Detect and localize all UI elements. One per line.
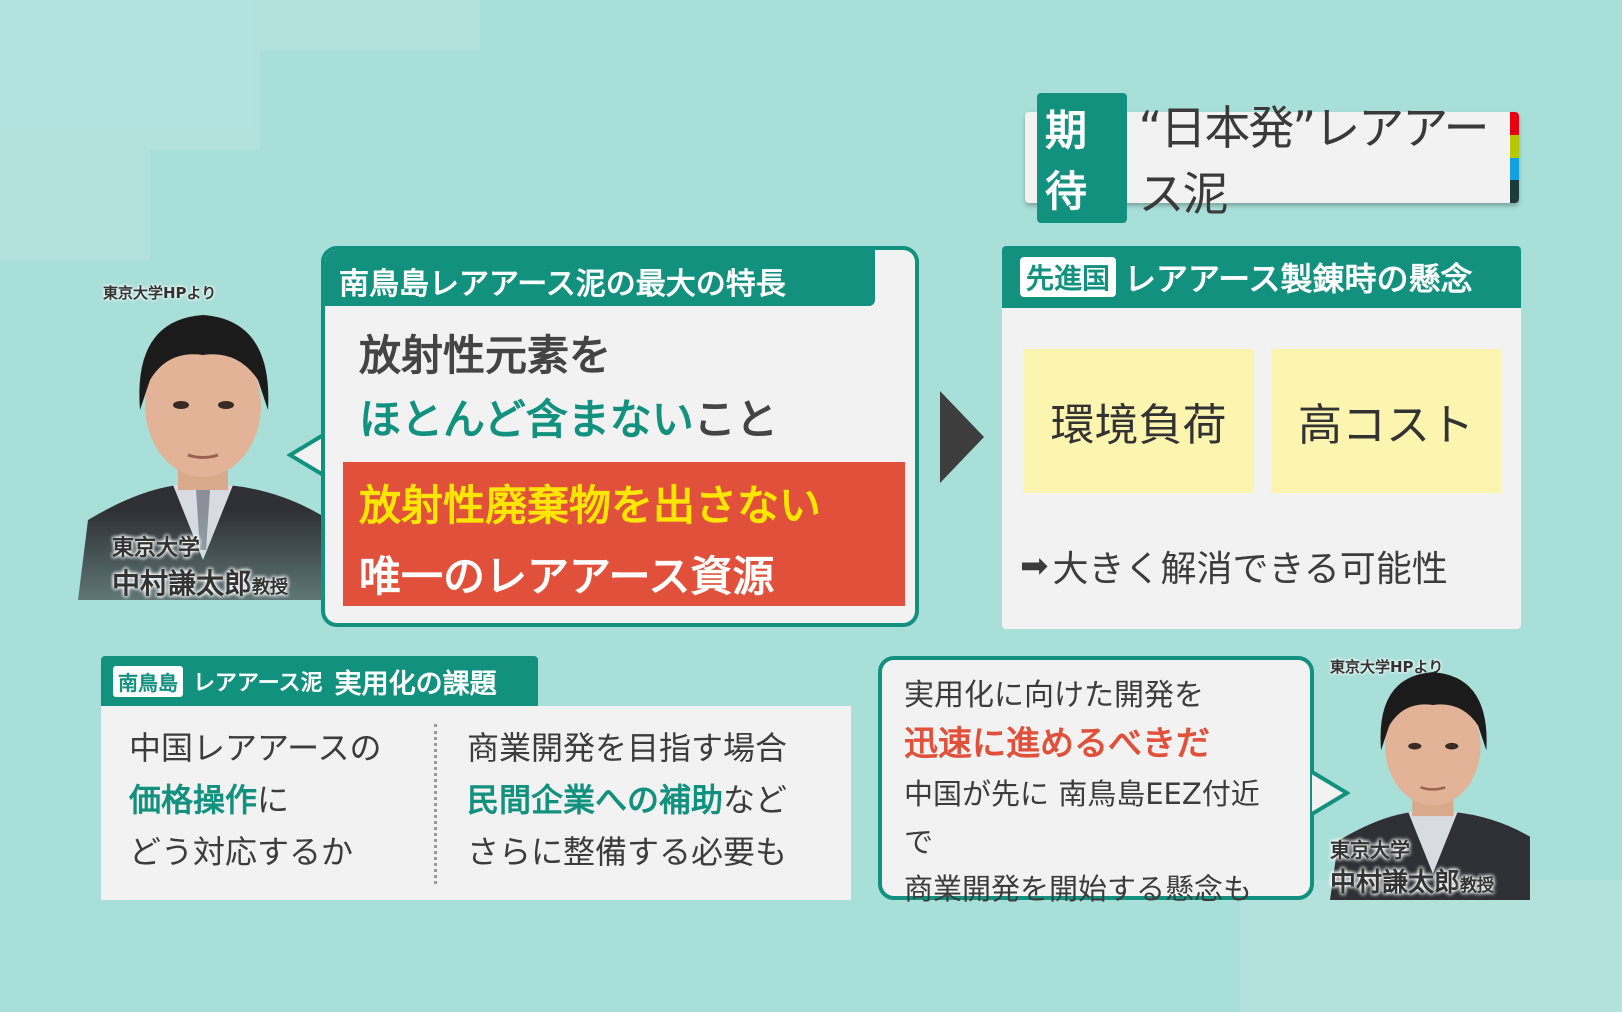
concern-panel: 先進国 レアアース製錬時の懸念 環境負荷 高コスト ➡ 大きく解消できる可能性 [1002,246,1521,629]
professor-name: 中村謙太郎 [1330,868,1461,898]
concern-title: レアアース製錬時の懸念 [1124,260,1473,298]
background-tile [0,150,150,260]
issues-tag: 南鳥島 [113,665,183,697]
feature-bubble: 南鳥島レアアース泥の最大の特長 放射性元素を ほとんど含まないこと 放射性廃棄物… [321,246,919,627]
arrow-right-icon [940,391,984,483]
title-banner: 期待 “日本発”レアアース泥 [1025,92,1519,223]
color-bar [1510,112,1519,203]
issues-body: 中国レアアースの 価格操作に どう対応するか 商業開発を目指す場合 民間企業への… [101,706,851,900]
issue-subsidy-line3: さらに整備する必要も [467,833,788,871]
divider [434,724,437,884]
professor-affiliation: 東京大学 [112,536,201,561]
issues-header: 南鳥島 レアアース泥 実用化の課題 [101,656,538,706]
quote-line1: 実用化に向けた開発を [904,678,1204,713]
concern-box-cost: 高コスト [1271,349,1501,493]
quote-bubble: 実用化に向けた開発を 迅速に進めるべきだ 中国が先に 南鳥島EEZ付近で 商業開… [878,656,1314,906]
speech-bubble-tail [287,432,327,478]
issues-header-small: レアアース泥 [193,671,323,696]
professor-name: 中村謙太郎 [112,567,253,600]
issue-price-line2: 価格操作に [129,774,381,826]
issue-subsidy-line2-rest: など [723,781,788,819]
title-tag: 期待 [1037,92,1127,223]
feature-red-line2: 唯一のレアアース資源 [359,552,775,601]
title-text: “日本発”レアアース泥 [1138,100,1490,221]
issue-price-line1: 中国レアアースの [129,729,382,767]
photo-source-caption: 東京大学HPより [1330,658,1444,676]
professor-title: 教授 [252,577,289,598]
feature-line2-rest: こと [693,395,778,444]
quote-line3: 中国が先に 南鳥島EEZ付近で [904,777,1260,859]
concern-result-text: 大きく解消できる可能性 [1052,549,1448,590]
concern-box-environment: 環境負荷 [1023,349,1254,493]
issue-price-line2-rest: に [257,781,290,819]
background-tile [260,0,480,50]
feature-red-line1: 放射性廃棄物を出さない [359,481,822,530]
quote-highlight: 迅速に進めるべきだ [904,724,1210,764]
concern-tag: 先進国 [1020,257,1117,297]
professor-title: 教授 [1460,876,1495,896]
issue-price-highlight: 価格操作 [129,781,258,819]
professor-name-label: 中村謙太郎教授 [1330,862,1494,899]
photo-source-caption: 東京大学HPより [103,284,217,302]
speech-bubble-tail [1310,770,1350,816]
issue-subsidy-line1: 商業開発を目指す場合 [467,729,788,767]
background-tile [0,0,260,150]
concern-header: 先進国 レアアース製錬時の懸念 [1002,246,1521,308]
professor-photo [78,300,321,600]
professor-name-label: 中村謙太郎教授 [112,562,288,602]
professor-affiliation: 東京大学 [1330,838,1410,862]
issues-title: 実用化の課題 [334,668,497,700]
quote-line4: 商業開発を開始する懸念も [904,872,1253,906]
issue-subsidy-highlight: 民間企業への補助 [467,781,724,819]
arrow-bold-right-icon: ➡ [1020,546,1049,586]
issue-subsidy: 商業開発を目指す場合 民間企業への補助など さらに整備する必要も [467,722,787,878]
feature-red-box: 放射性廃棄物を出さない 唯一のレアアース資源 [343,462,905,606]
feature-line1: 放射性元素を [359,331,612,380]
feature-highlight: ほとんど含まない [359,395,694,444]
issue-subsidy-line2: 民間企業への補助など [467,774,787,826]
concern-result: ➡ 大きく解消できる可能性 [1020,540,1448,592]
issue-price: 中国レアアースの 価格操作に どう対応するか [129,722,381,878]
issue-price-line3: どう対応するか [129,833,354,871]
feature-header: 南鳥島レアアース泥の最大の特長 [325,250,875,306]
professor-photo [1330,668,1530,900]
feature-line2: ほとんど含まないこと [359,386,778,447]
background-tile [1240,880,1622,1012]
